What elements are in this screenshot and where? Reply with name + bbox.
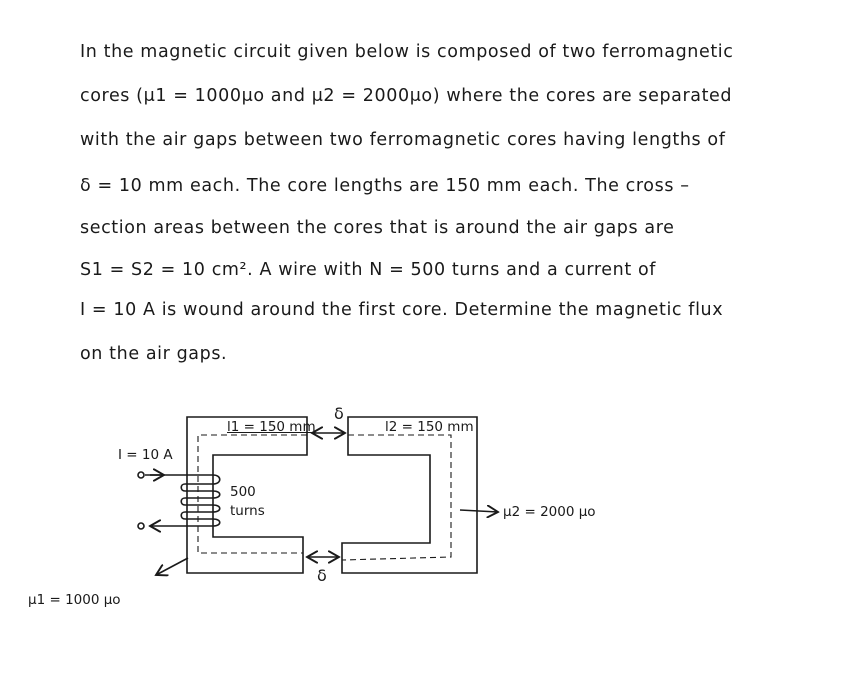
l1-label: l1 = 150 mm (227, 419, 316, 435)
flux-path-2 (341, 434, 452, 561)
problem-line-8: on the air gaps. (80, 344, 228, 364)
terminal-bottom (137, 522, 145, 530)
core-1 (186, 416, 308, 574)
turns-number-label: 500 (230, 484, 256, 500)
problem-line-2: cores (μ1 = 1000μo and μ2 = 2000μo) wher… (80, 86, 733, 106)
current-label: I = 10 A (118, 447, 173, 463)
mu2-pointer-arrow (459, 510, 498, 512)
coil (145, 474, 221, 527)
problem-line-5: section areas between the cores that is … (80, 218, 675, 238)
problem-line-7: I = 10 A is wound around the first core.… (80, 300, 724, 320)
turns-word-label: turns (230, 503, 265, 519)
gap-bottom-label: δ (317, 566, 327, 585)
mu1-label: μ1 = 1000 μo (28, 592, 121, 608)
mu2-label: μ2 = 2000 μo (503, 504, 596, 520)
gap-top-label: δ (334, 404, 344, 423)
flux-path-1 (197, 434, 307, 554)
problem-line-4: δ = 10 mm each. The core lengths are 150… (80, 176, 690, 196)
terminal-top (137, 471, 145, 479)
mu1-pointer-arrow (156, 557, 189, 575)
problem-line-3: with the air gaps between two ferromagne… (80, 130, 726, 150)
problem-line-6: S1 = S2 = 10 cm². A wire with N = 500 tu… (80, 260, 657, 280)
problem-line-1: In the magnetic circuit given below is c… (80, 42, 734, 62)
l2-label: l2 = 150 mm (385, 419, 474, 435)
core-2 (341, 416, 478, 574)
